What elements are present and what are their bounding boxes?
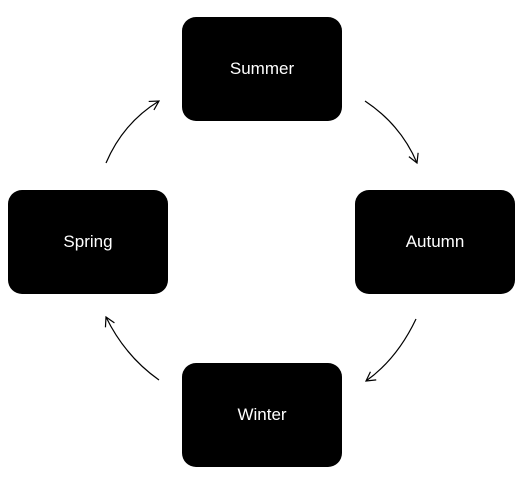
- arrow-winter-to-spring: [104, 315, 160, 381]
- node-spring: Spring: [8, 190, 168, 294]
- arrow-autumn-to-winter: [364, 318, 417, 382]
- node-autumn: Autumn: [355, 190, 515, 294]
- node-winter-label: Winter: [237, 405, 287, 424]
- arrow-summer-to-autumn: [364, 100, 419, 165]
- arrow-spring-to-summer: [105, 100, 161, 164]
- node-winter: Winter: [182, 363, 342, 467]
- node-summer-label: Summer: [229, 59, 295, 78]
- node-spring-label: Spring: [63, 232, 113, 251]
- node-autumn-label: Autumn: [405, 232, 465, 251]
- node-summer: Summer: [182, 17, 342, 121]
